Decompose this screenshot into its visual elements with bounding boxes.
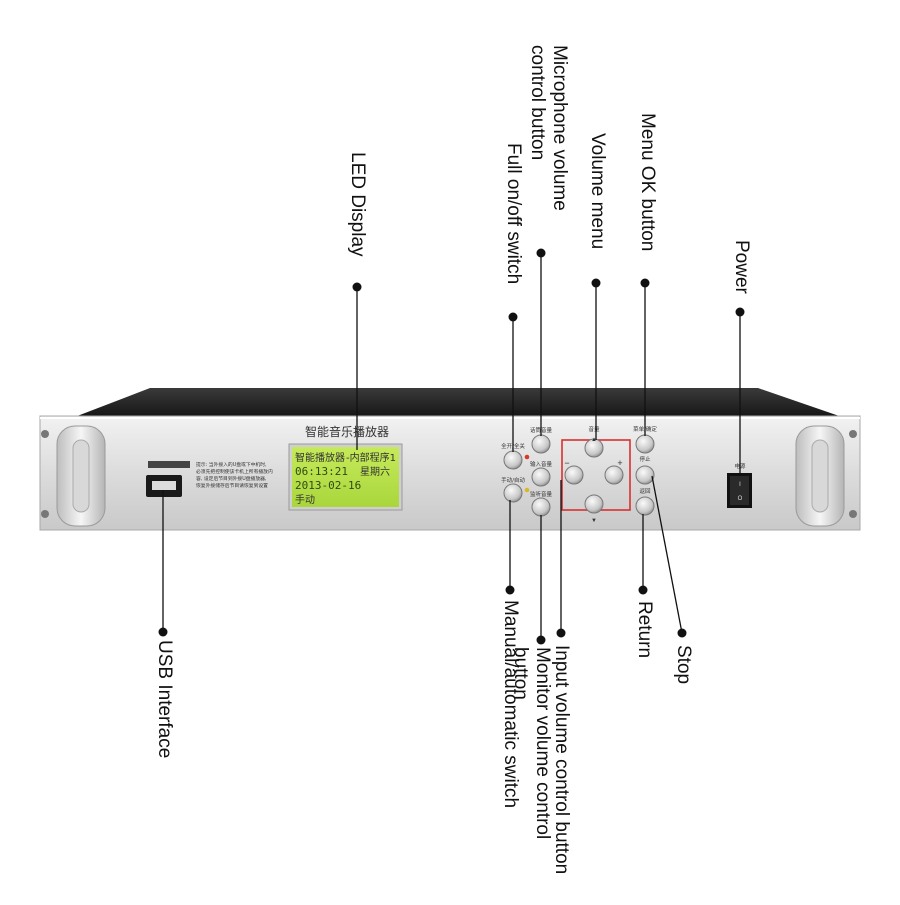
callout-menu-ok: Menu OK button [637,113,658,252]
plus-icon: + [617,458,622,468]
label-return: 返回 [639,488,651,495]
volume-up-button[interactable] [584,438,604,458]
full-switch-button[interactable] [503,450,523,470]
rack-hole-bottom-left [41,510,49,518]
callout-monitor: Monitor volume control button [509,647,553,839]
up-arrow-icon: ▲ [591,437,597,443]
volume-plus-button[interactable] [604,465,624,485]
monitor-volume-button[interactable] [531,497,551,517]
manual-auto-button[interactable] [503,483,523,503]
stop-button[interactable] [635,465,655,485]
label-manual-auto: 手动/自动 [501,476,525,484]
down-arrow-icon: ▼ [591,518,597,524]
minus-icon: − [564,458,569,468]
power-off-icon: O [738,496,743,502]
return-button[interactable] [635,496,655,516]
led-indicator-yellow [524,487,530,493]
lcd-time: 06:13:21 [295,465,348,478]
menu-ok-button[interactable] [635,434,655,454]
callout-microphone-line2: control button [527,45,548,161]
front-panel [39,415,861,531]
label-stop: 停止 [639,455,651,463]
callout-usb: USB Interface [154,640,175,759]
callout-monitor-line2: button [510,647,531,700]
rack-hole-top-right [849,430,857,438]
input-volume-button[interactable] [531,467,551,487]
lcd-line1-left: 智能播放器 [295,451,345,464]
label-input: 输入音量 [530,460,553,468]
label-monitor: 监听音量 [530,490,553,498]
callout-full-switch: Full on/off switch [503,143,524,285]
label-volume: 音量 [588,425,600,433]
leader-stop [651,475,683,634]
led-indicator-red [524,454,530,460]
callout-return: Return [634,601,655,659]
mic-volume-button[interactable] [531,434,551,454]
callout-input-volume: Input volume control button [551,645,572,875]
volume-minus-button[interactable] [564,465,584,485]
chassis-top [72,388,845,418]
device-title: 智能音乐播放器 [305,424,389,439]
callout-microphone-line1: Microphone volume [549,45,570,211]
left-handle [56,425,106,527]
callout-microphone: Microphone volume control button [526,45,570,211]
right-handle [795,425,845,527]
lcd-mode: 手动 [295,493,315,506]
power-on-icon: I [739,482,741,488]
lcd-date: 2013-02-16 [295,479,361,492]
usb-port[interactable] [146,475,182,497]
callout-power: Power [731,240,752,294]
rack-hole-bottom-right [849,510,857,518]
power-switch[interactable]: I O [727,473,752,508]
volume-down-button[interactable] [584,494,604,514]
lcd-display: 智能播放器 -内部程序1 06:13:21 星期六 2013-02-16 手动 [288,443,403,511]
lcd-weekday: 星期六 [360,466,390,478]
brand-logo [148,461,190,468]
lcd-line1-right: -内部程序1 [346,451,396,464]
usb-note: 提示: 当外接入的U盘或下中机时, 必须先把控制使该卡机上所有播放内 容, 设定… [196,461,274,489]
callout-led-display: LED Display [347,152,368,257]
callout-volume-menu: Volume menu [587,133,608,250]
callout-stop: Stop [673,645,694,685]
rack-hole-top-left [41,430,49,438]
